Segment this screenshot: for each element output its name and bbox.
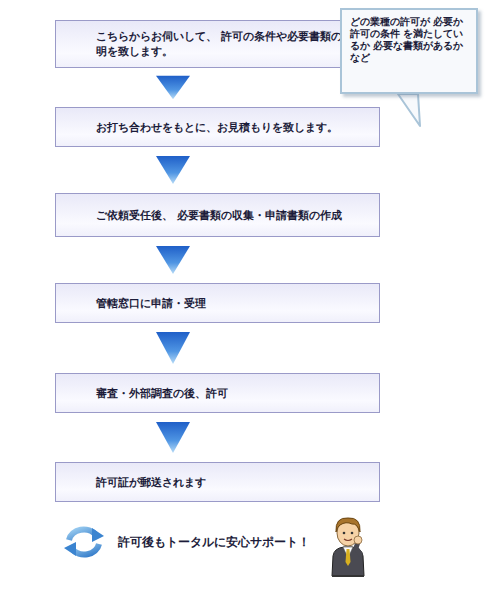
node-text: 審査・外部調査の後、許可 (96, 386, 228, 401)
person-figure (332, 518, 364, 577)
step-box: お打ち合わせをもとに、お見積もりを致します。 (55, 107, 380, 147)
node-text: こちらからお伺いして、 許可の条件や必要書類のご説明を致します。 (96, 29, 367, 59)
step-box: 審査・外部調査の後、許可 (55, 373, 380, 413)
flow-arrow (156, 156, 190, 184)
step-box: 管轄窓口に申請・受理 (55, 283, 380, 323)
step-box: ご依頼受任後、 必要書類の収集・申請書類の作成 (55, 193, 380, 237)
callout-bubble: どの業種の許可が 必要か許可の条件 を満たしているか 必要な書類があるか など (340, 8, 478, 94)
refresh-icon (64, 528, 104, 556)
flow-arrow (156, 246, 190, 274)
node-text: ご依頼受任後、 必要書類の収集・申請書類の作成 (96, 208, 342, 223)
node-text: どの業種の許可が 必要か許可の条件 を満たしているか 必要な書類があるか など (350, 16, 468, 64)
step-box: 許可証が郵送されます (55, 462, 380, 502)
flow-arrow (156, 332, 190, 364)
step-box: こちらからお伺いして、 許可の条件や必要書類のご説明を致します。 (55, 20, 380, 68)
support-note: 許可後もトータルに安心サポート！ (118, 534, 310, 551)
node-text: お打ち合わせをもとに、お見積もりを致します。 (96, 120, 338, 135)
flow-arrow (156, 76, 190, 99)
node-text: 許可証が郵送されます (96, 475, 206, 490)
node-text: 管轄窓口に申請・受理 (96, 296, 206, 311)
flow-arrow (156, 422, 190, 453)
callout-tail (398, 94, 420, 126)
